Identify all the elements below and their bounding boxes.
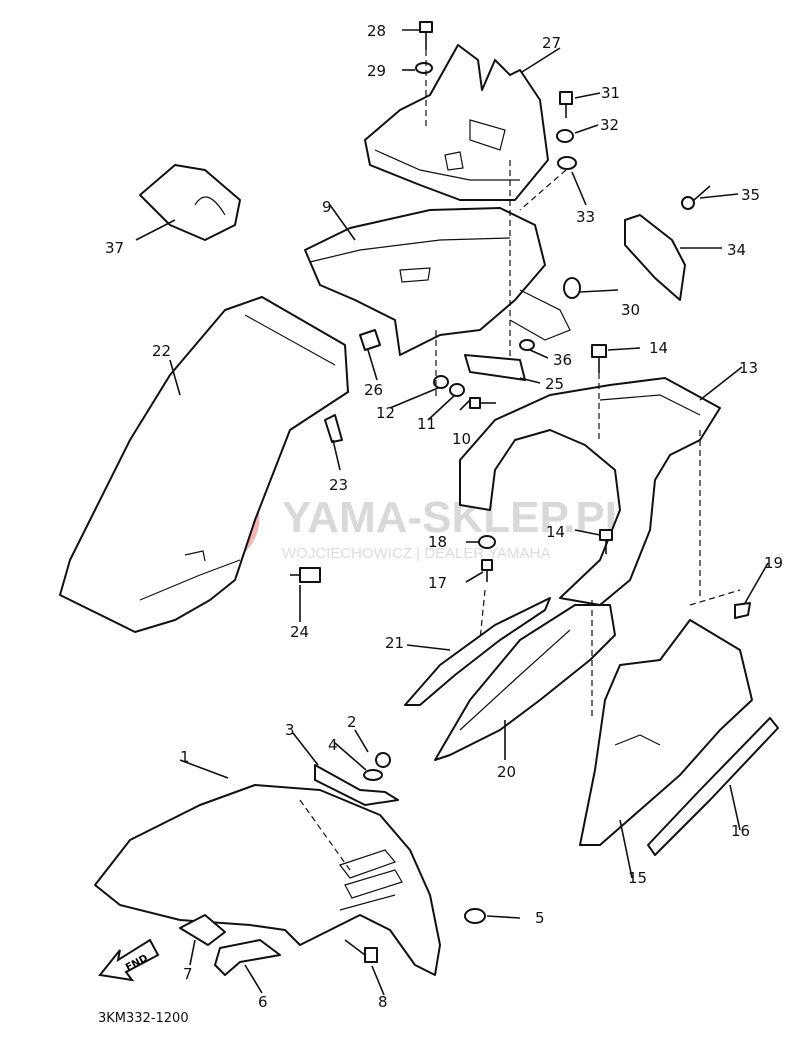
assembly-lines bbox=[299, 50, 741, 871]
part-15-side-cover bbox=[579, 619, 753, 846]
callout-14-lower: 14 bbox=[546, 523, 565, 541]
find-arrow-icon: FND bbox=[98, 938, 160, 982]
part-13-grab-rail bbox=[459, 377, 721, 606]
callout-20: 20 bbox=[497, 763, 516, 781]
callout-26: 26 bbox=[364, 381, 383, 399]
callout-22: 22 bbox=[152, 342, 171, 360]
part-27-bracket bbox=[364, 44, 549, 201]
callout-12: 12 bbox=[376, 404, 395, 422]
callout-7: 7 bbox=[183, 965, 193, 983]
watermark-title: YAMA-SKLEP.PL bbox=[282, 493, 632, 542]
part-20-side-rail bbox=[434, 604, 616, 761]
callout-25: 25 bbox=[545, 375, 564, 393]
callout-13: 13 bbox=[739, 359, 758, 377]
callout-31: 31 bbox=[601, 84, 620, 102]
callout-24: 24 bbox=[290, 623, 309, 641]
callout-34: 34 bbox=[727, 241, 746, 259]
callout-14-upper: 14 bbox=[649, 339, 668, 357]
callout-32: 32 bbox=[600, 116, 619, 134]
small-hardware bbox=[179, 21, 751, 976]
callout-29: 29 bbox=[367, 62, 386, 80]
callout-17: 17 bbox=[428, 574, 447, 592]
callout-9: 9 bbox=[322, 198, 332, 216]
callout-16: 16 bbox=[731, 822, 750, 840]
callout-37: 37 bbox=[105, 239, 124, 257]
callout-10: 10 bbox=[452, 430, 471, 448]
callout-8: 8 bbox=[378, 993, 388, 1011]
part-16-strip bbox=[647, 717, 779, 856]
callout-35: 35 bbox=[741, 186, 760, 204]
callout-6: 6 bbox=[258, 993, 268, 1011]
leader-lines bbox=[135, 29, 769, 996]
part-9-housing bbox=[304, 207, 571, 356]
callout-5: 5 bbox=[535, 909, 545, 927]
callout-33: 33 bbox=[576, 208, 595, 226]
callout-11: 11 bbox=[417, 415, 436, 433]
callout-36: 36 bbox=[553, 351, 572, 369]
callout-18: 18 bbox=[428, 533, 447, 551]
callout-15: 15 bbox=[628, 869, 647, 887]
watermark-subtitle: WOJCIECHOWICZ | DEALER YAMAHA bbox=[282, 545, 550, 562]
callout-21: 21 bbox=[385, 634, 404, 652]
callout-1: 1 bbox=[180, 748, 190, 766]
part-1-front-fender bbox=[94, 784, 441, 976]
part-37-pad bbox=[139, 164, 241, 241]
callout-2: 2 bbox=[347, 713, 357, 731]
diagram-code: 3KM332-1200 bbox=[98, 1011, 189, 1026]
callout-labels: 1 2 3 4 5 6 7 8 9 10 11 12 13 14 14 15 1… bbox=[105, 22, 783, 1011]
callout-23: 23 bbox=[329, 476, 348, 494]
callout-4: 4 bbox=[328, 736, 338, 754]
callout-30: 30 bbox=[621, 301, 640, 319]
callout-19: 19 bbox=[764, 554, 783, 572]
callout-3: 3 bbox=[285, 721, 295, 739]
callout-28: 28 bbox=[367, 22, 386, 40]
callout-27: 27 bbox=[542, 34, 561, 52]
part-22-inner-fender bbox=[59, 296, 349, 633]
part-21-strip bbox=[404, 597, 551, 706]
